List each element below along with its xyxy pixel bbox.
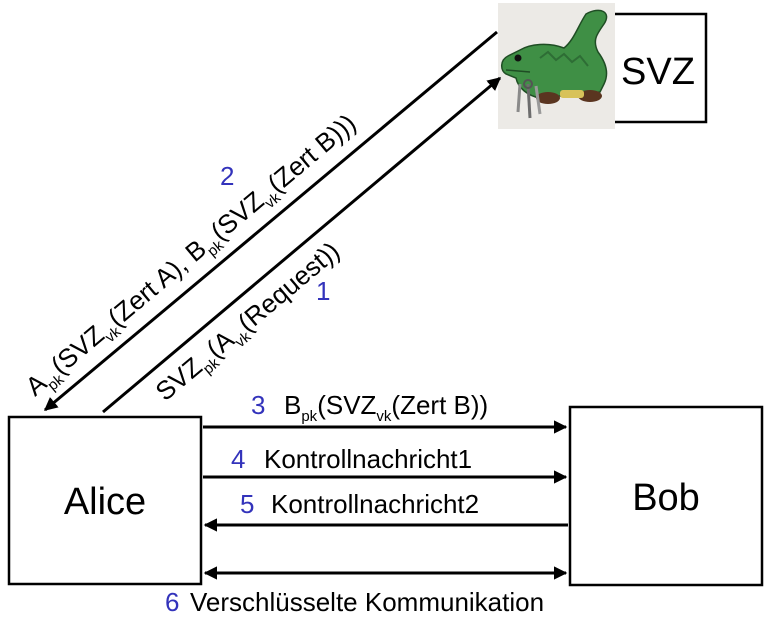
message-3: Bpk(SVZvk(Zert B)) — [284, 390, 488, 425]
bob-box — [568, 405, 764, 587]
alice-box — [7, 415, 203, 586]
step-number-1: 1 — [316, 276, 330, 306]
step-number-5: 5 — [240, 489, 254, 519]
message-4: Kontrollnachricht1 — [264, 444, 472, 474]
alice-label: Alice — [64, 481, 146, 523]
step-number-2: 2 — [220, 161, 234, 191]
arrow-1-request — [102, 76, 502, 414]
step-number-6: 6 — [165, 587, 179, 617]
message-5: Kontrollnachricht2 — [271, 489, 479, 519]
svz-label: SVZ — [621, 51, 695, 93]
bob-label: Bob — [632, 477, 700, 519]
crocodile-with-keys-icon — [498, 3, 615, 129]
arrow-2-certificates — [43, 30, 498, 412]
step-number-4: 4 — [231, 444, 245, 474]
svz-box — [608, 12, 708, 124]
message-6: Verschlüsselte Kommunikation — [190, 587, 544, 617]
step-number-3: 3 — [251, 390, 265, 420]
